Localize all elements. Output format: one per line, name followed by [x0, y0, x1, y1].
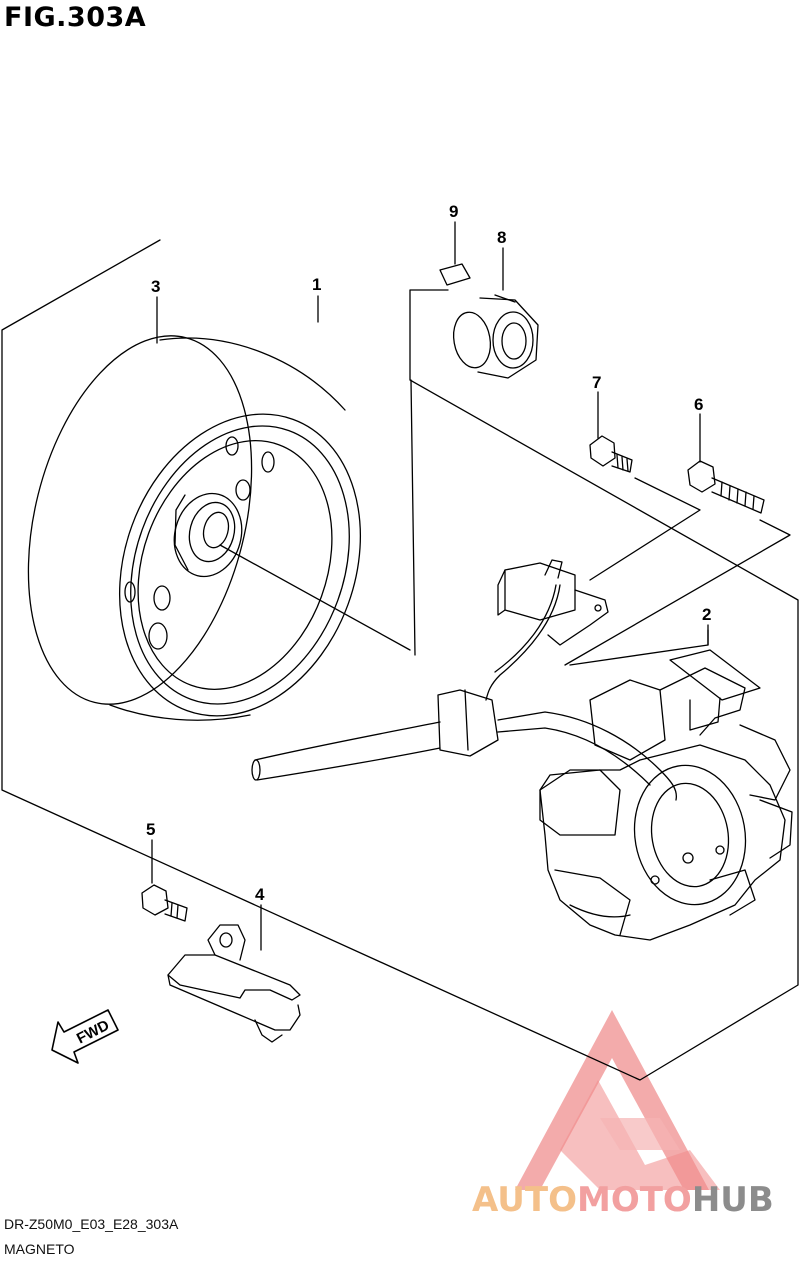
bolt-6 [687, 460, 765, 514]
pickup-coil [497, 559, 609, 646]
bolt-6-leader [564, 519, 791, 666]
callout-2: 2 [702, 605, 711, 624]
flywheel-rotor [27, 335, 362, 721]
watermark-part-hub: HUB [691, 1180, 774, 1220]
diagram-caption: MAGNETO [4, 1241, 75, 1257]
woodruff-key [439, 263, 471, 286]
rotor-leader [219, 544, 411, 651]
watermark-part-auto: AUTO [472, 1180, 577, 1220]
stator [539, 649, 793, 941]
callout-6: 6 [694, 395, 703, 414]
figure-title: FIG.303A [4, 2, 147, 33]
stator-leader [569, 629, 709, 666]
callout-7: 7 [592, 373, 601, 392]
callout-1: 1 [312, 275, 321, 294]
watermark-part-moto: MOTO [576, 1180, 692, 1220]
callout-5: 5 [146, 820, 155, 839]
bolt-5 [141, 884, 188, 922]
diagram-code: DR-Z50M0_E03_E28_303A [4, 1216, 179, 1232]
callout-4: 4 [255, 885, 265, 904]
callout-3: 3 [151, 277, 160, 296]
watermark-logo [515, 1010, 720, 1190]
callout-9: 9 [449, 202, 458, 221]
fwd-arrow-icon [51, 1009, 119, 1064]
bolt-7 [589, 435, 633, 473]
callout-8: 8 [497, 228, 506, 247]
wire-harness [251, 584, 678, 801]
bolt-7-leader [589, 477, 701, 581]
wire-clamp [167, 924, 301, 1043]
nut-part [452, 294, 539, 379]
box-inner-edge [410, 379, 416, 656]
watermark-text: AUTOMOTOHUB [472, 1180, 774, 1220]
assembly-box [1, 239, 799, 1081]
